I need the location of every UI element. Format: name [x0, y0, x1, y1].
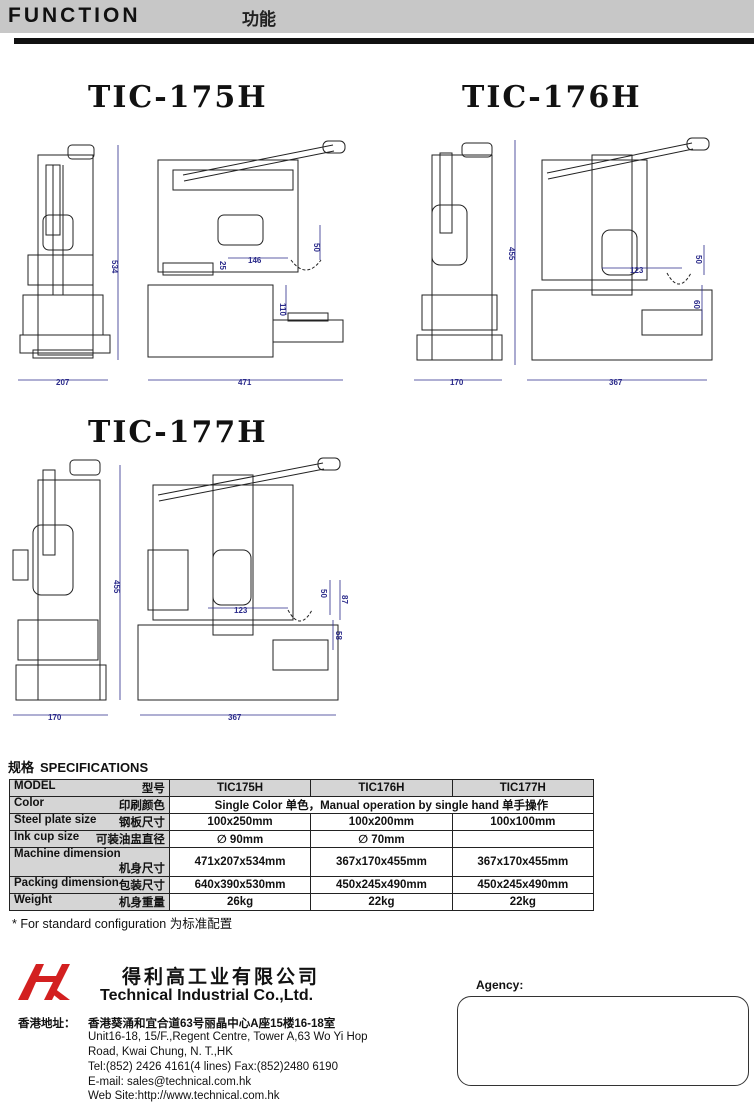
address-en-line1: Unit16-18, 15/F.,Regent Centre, Tower A,… [88, 1031, 368, 1043]
agency-box [457, 996, 749, 1086]
model-title-177: TIC-177H [88, 415, 268, 450]
dim-175-height: 534 [110, 260, 119, 274]
header-title: FUNCTION [8, 4, 141, 27]
dim-175-c: 110 [278, 303, 287, 316]
header-col-177: TIC177H [451, 779, 595, 797]
address-en-line2: Road, Kwai Chung, N. T.,HK [88, 1046, 233, 1058]
dim-177-d: 58 [334, 631, 343, 640]
header-title-cn: 功能 [242, 10, 276, 29]
header-band [0, 0, 754, 33]
company-logo-icon [18, 964, 70, 1000]
contact-tel-fax: Tel:(852) 2426 4161(4 lines) Fax:(852)24… [88, 1061, 338, 1073]
color-value-merged: Single Color 单色，Manual operation by sing… [168, 796, 595, 814]
dim-175-side-width: 207 [56, 378, 70, 387]
dim-177-b: 50 [319, 589, 328, 598]
company-name-cn: 得利高工业有限公司 [122, 967, 321, 988]
contact-email: E-mail: sales@technical.com.hk [88, 1076, 252, 1088]
drawing-tic-176h: 170 367 455 123 50 60 [414, 137, 713, 387]
dim-176-height: 455 [507, 247, 516, 261]
standard-config-note: * For standard configuration 为标准配置 [12, 917, 233, 931]
specs-heading-cn: 规格 [8, 760, 35, 775]
drawing-tic-175h: 207 471 534 146 50 110 25 [18, 140, 346, 387]
agency-label: Agency: [476, 978, 524, 992]
dim-177-height: 455 [112, 580, 121, 594]
header-rule [14, 38, 754, 44]
model-title-175: TIC-175H [88, 80, 268, 115]
contact-website: Web Site:http://www.technical.com.hk [88, 1090, 280, 1102]
dim-175-a: 146 [248, 256, 262, 265]
header-col-175: TIC175H [168, 779, 312, 797]
specs-heading: 规格 SPECIFICATIONS [8, 757, 148, 776]
address-cn: 香港葵涌和宜合道63号丽晶中心A座15楼16-18室 [88, 1018, 336, 1030]
address-label: 香港地址： [18, 1018, 76, 1030]
dim-176-a: 123 [630, 266, 644, 275]
dim-177-front-width: 367 [228, 713, 242, 722]
dim-175-front-width: 471 [238, 378, 252, 387]
dim-177-a: 123 [234, 606, 248, 615]
dim-175-d: 25 [218, 261, 227, 270]
dim-177-c: 87 [340, 595, 348, 604]
dim-177-side-width: 170 [48, 713, 62, 722]
dim-176-c: 60 [692, 300, 701, 309]
header-col-176: TIC176H [310, 779, 453, 797]
model-title-176: TIC-176H [462, 80, 642, 115]
dim-176-front-width: 367 [609, 378, 623, 387]
dim-176-b: 50 [694, 255, 703, 264]
specs-heading-en: SPECIFICATIONS [40, 760, 149, 775]
drawing-tic-177h: 170 367 455 123 50 87 58 [12, 457, 348, 722]
dim-176-side-width: 170 [450, 378, 464, 387]
company-name-en: Technical Industrial Co.,Ltd. [100, 987, 314, 1004]
dim-175-b: 50 [312, 243, 321, 252]
